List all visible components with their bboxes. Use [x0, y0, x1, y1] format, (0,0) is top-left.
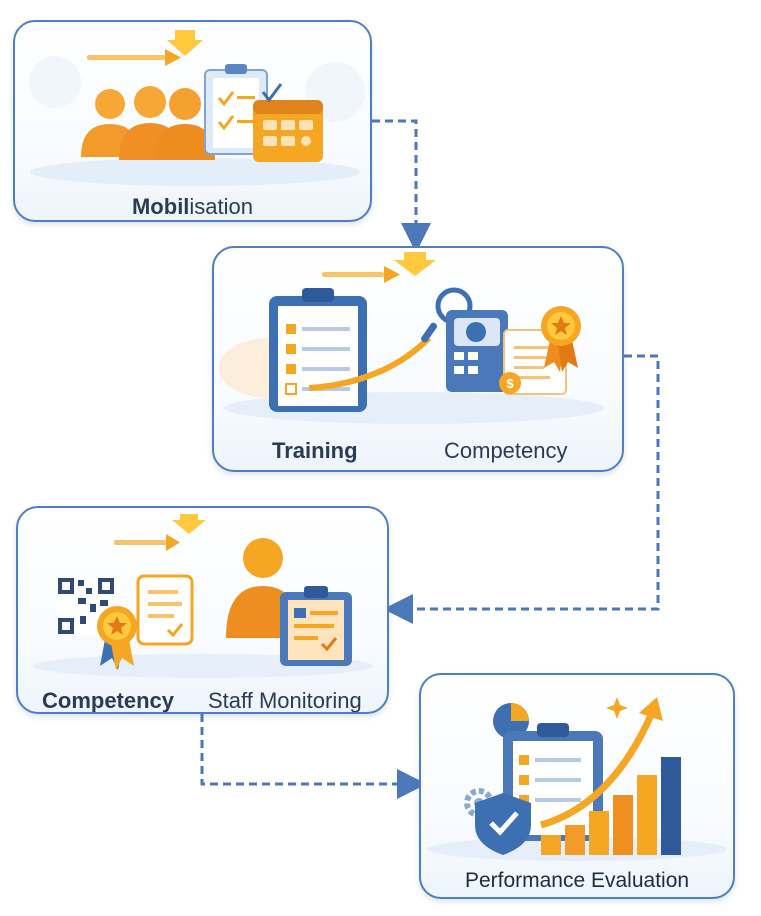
- trend-arrow-icon: [540, 697, 663, 829]
- performance-illustration: [427, 697, 727, 861]
- competency-illustration: [33, 514, 373, 678]
- step-label-performance-evaluation: Performance Evaluation: [464, 869, 690, 892]
- award-ribbon-icon: [97, 606, 137, 670]
- pie-chart-icon: [493, 703, 529, 739]
- step-label-competency: Competency: [42, 688, 175, 713]
- step-label-mobilisation-rest: isation: [189, 194, 254, 219]
- trend-arrow-icon: [308, 335, 432, 391]
- award-ribbon-icon: [541, 306, 581, 372]
- sparkle-icon: [606, 697, 628, 719]
- clipboard-monitoring-icon: [280, 586, 352, 666]
- step-card-training: $ Training Competency: [212, 246, 624, 472]
- bar-chart-icon: [541, 757, 681, 855]
- arrow-icon: [322, 252, 436, 283]
- step-label-training: Training: [272, 438, 358, 463]
- arrow-icon: [87, 30, 203, 66]
- shield-check-icon: [475, 793, 531, 855]
- step-label-mobilisation: Mobilisation: [15, 194, 370, 220]
- step-card-mobilisation: Mobilisation: [13, 20, 372, 222]
- step-label-staff-monitoring: Staff Monitoring: [208, 688, 362, 713]
- step-card-performance-evaluation: Performance Evaluation: [419, 673, 735, 899]
- step-label-training-competency: Competency: [444, 438, 568, 463]
- connector-competency-to-performance: [200, 714, 427, 799]
- qr-code-icon: [56, 576, 116, 636]
- svg-text:$: $: [506, 376, 514, 391]
- document-icon: [136, 574, 194, 646]
- step-label-mobilisation-bold: Mobil: [131, 194, 190, 219]
- step-card-competency: Competency Staff Monitoring: [16, 506, 389, 714]
- training-illustration: $: [219, 252, 604, 424]
- coin-icon: $: [499, 372, 521, 394]
- people-group-icon: [81, 86, 215, 160]
- clipboard-checklist-icon: [269, 288, 367, 412]
- calendar-icon: [253, 83, 323, 162]
- clipboard-checklist-icon: [204, 64, 268, 155]
- arrow-icon: [114, 514, 206, 551]
- connector-mobilisation-to-training: [372, 119, 431, 253]
- mobilisation-illustration: [29, 30, 365, 186]
